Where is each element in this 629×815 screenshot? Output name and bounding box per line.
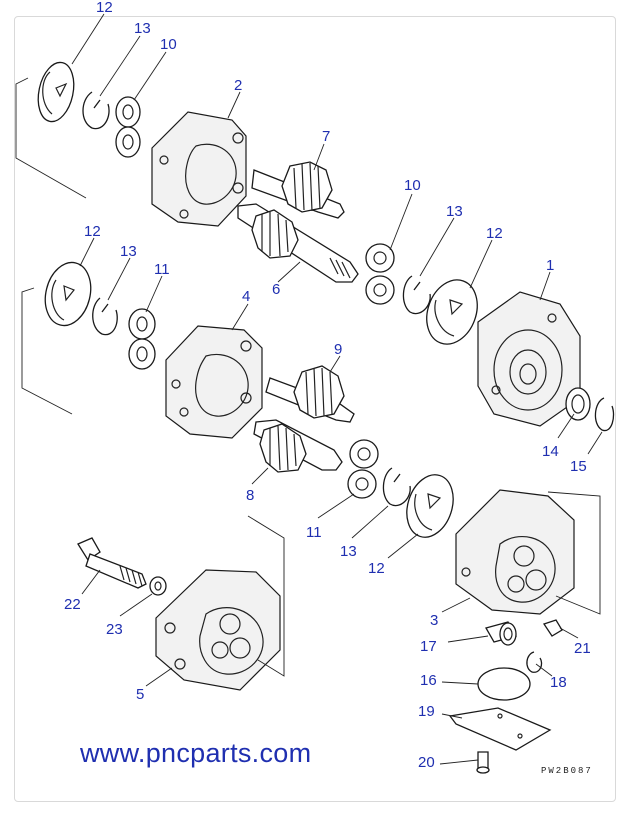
callout-9: 9 <box>334 341 342 358</box>
callout-13: 13 <box>134 20 151 37</box>
middle-bracket-line <box>21 287 73 415</box>
callout-12: 12 <box>84 223 101 240</box>
part-19-nameplate <box>448 707 552 751</box>
callout-8: 8 <box>246 487 254 504</box>
callout-11: 11 <box>154 261 170 278</box>
part-4-housing <box>165 325 263 439</box>
callout-15: 15 <box>570 458 587 475</box>
callout-2: 2 <box>234 77 242 94</box>
callout-13: 13 <box>340 543 357 560</box>
part-3-rear-cover <box>455 489 575 615</box>
callout-13: 13 <box>120 243 137 260</box>
part-12-ring-left <box>44 261 92 327</box>
part-18-snap-ring <box>526 651 543 673</box>
callout-20: 20 <box>418 754 435 771</box>
callout-11: 11 <box>306 524 322 541</box>
callout-12: 12 <box>486 225 503 242</box>
part-16-o-ring <box>477 667 531 701</box>
callout-4: 4 <box>242 288 250 305</box>
part-9-gear <box>265 365 355 423</box>
callout-5: 5 <box>136 686 144 703</box>
watermark-url: www.pncparts.com <box>80 738 312 768</box>
part-1-front-cover <box>477 291 581 427</box>
diagram-frame <box>14 16 616 802</box>
part-21-plug <box>542 619 563 637</box>
callout-18: 18 <box>550 674 567 691</box>
callout-23: 23 <box>106 621 123 638</box>
part-8-gear-shaft <box>253 419 343 473</box>
part-12-ring-lower <box>406 474 454 538</box>
callout-12: 12 <box>96 0 113 16</box>
upper-bracket-line <box>15 77 87 199</box>
callout-labels: 12 13 10 2 7 10 13 12 1 12 13 11 6 4 9 1… <box>64 0 591 771</box>
part-12-ring-middle <box>426 279 478 345</box>
part-22-bolt <box>77 537 147 589</box>
part-13-seal-top <box>82 91 110 130</box>
callout-14: 14 <box>542 443 559 460</box>
part-6-drive-shaft <box>237 203 359 283</box>
callout-10: 10 <box>160 36 177 53</box>
callout-17: 17 <box>420 638 437 655</box>
callout-16: 16 <box>420 672 437 689</box>
callout-12: 12 <box>368 560 385 577</box>
part-23-washer <box>149 576 167 596</box>
callout-21: 21 <box>574 640 591 657</box>
part-13-seal-left <box>92 297 118 336</box>
callout-13: 13 <box>446 203 463 220</box>
lower-left-bracket-line <box>247 515 285 677</box>
rear-bracket-line <box>547 491 601 615</box>
part-14-oil-seal <box>565 387 591 421</box>
part-11-plate-lower <box>347 439 379 499</box>
callout-19: 19 <box>418 703 435 720</box>
callout-7: 7 <box>322 128 330 145</box>
part-2-housing <box>151 111 247 227</box>
part-11-plate-left <box>128 308 156 370</box>
callout-22: 22 <box>64 596 81 613</box>
part-12-ring-top <box>37 61 75 123</box>
part-10-plate-top <box>115 96 141 158</box>
part-17-bearing <box>485 621 517 646</box>
callout-1: 1 <box>546 257 554 274</box>
part-13-seal-lower <box>382 467 411 507</box>
part-15-snap-ring <box>594 397 615 432</box>
part-5-flange-cover <box>155 569 281 691</box>
callout-6: 6 <box>272 281 280 298</box>
part-7-gear-shaft <box>251 161 345 219</box>
part-20-rivet <box>476 751 490 774</box>
drawing-code: PW2B087 <box>541 766 593 776</box>
part-10-plate-middle <box>365 243 395 305</box>
leader-lines <box>71 13 603 765</box>
callout-10: 10 <box>404 177 421 194</box>
callout-3: 3 <box>430 612 438 629</box>
part-13-seal-middle <box>402 275 431 315</box>
